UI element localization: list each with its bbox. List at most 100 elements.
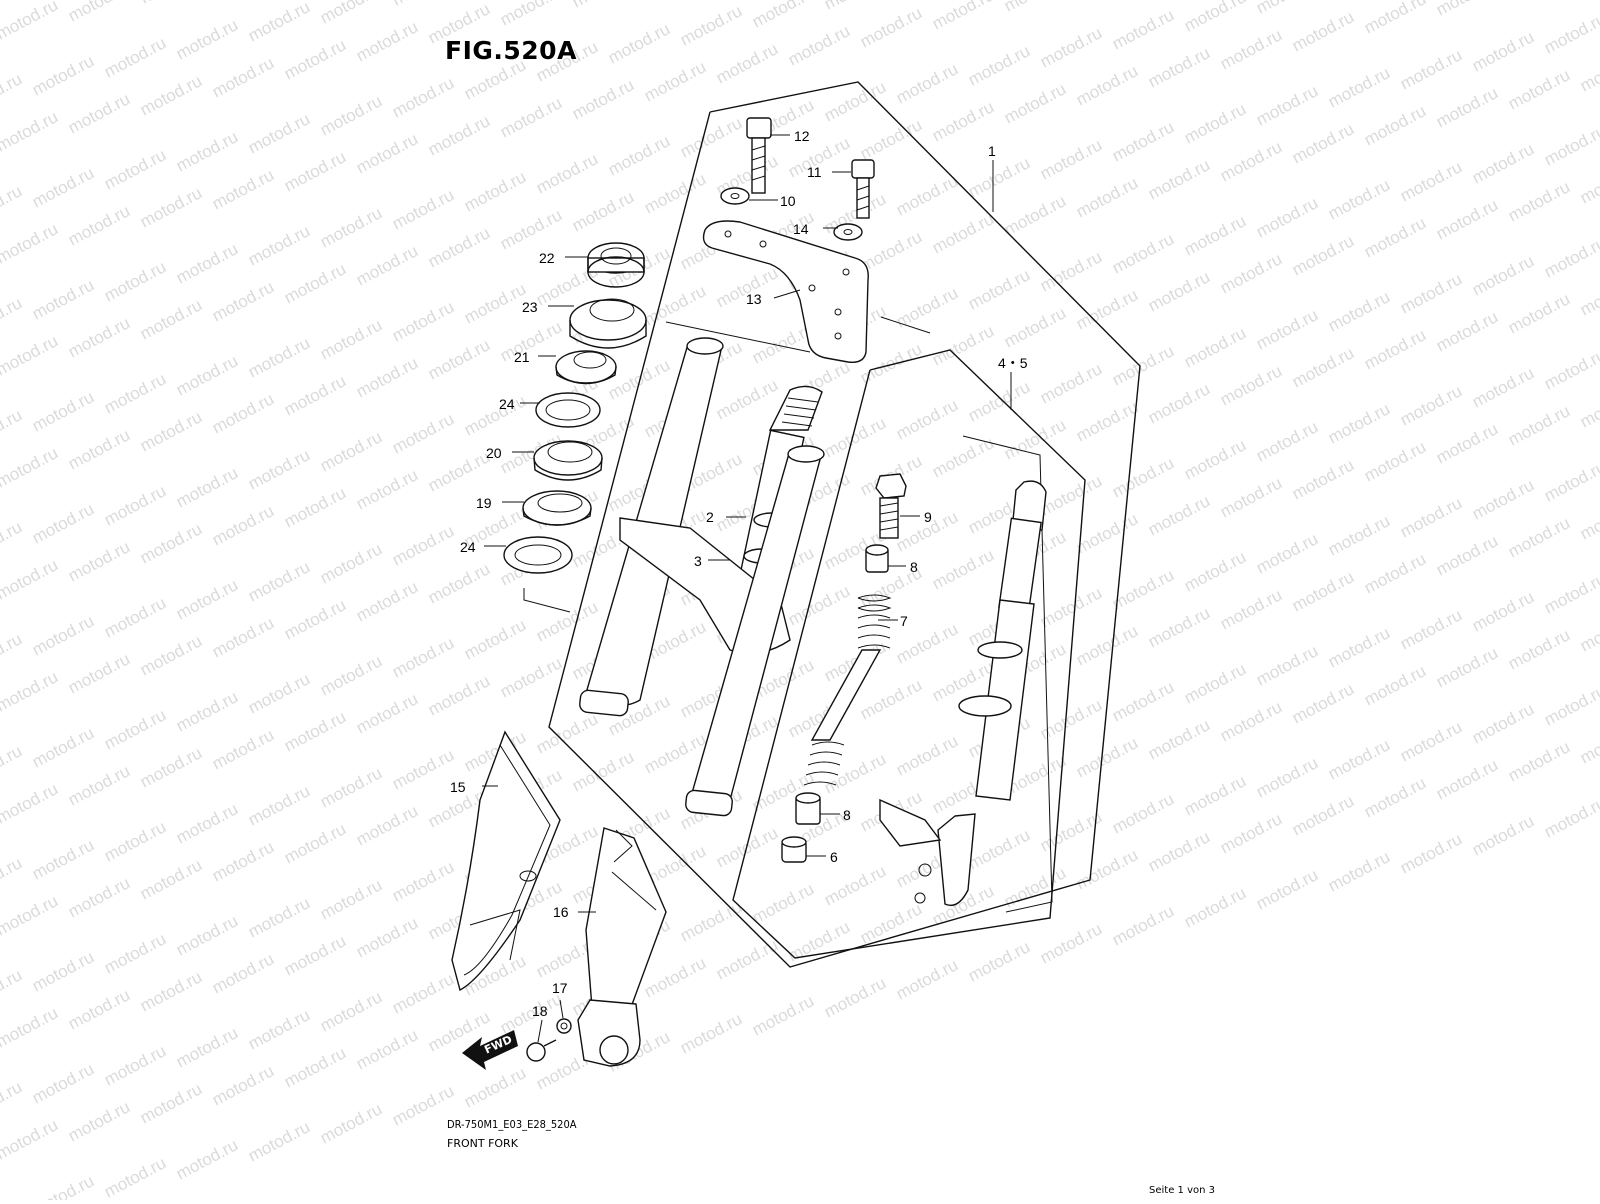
watermark-text: motod.ru [785,21,853,69]
watermark-text: motod.ru [173,351,241,399]
watermark-text: motod.ru [137,0,205,8]
watermark-text: motod.ru [245,109,313,157]
watermark-text: motod.ru [209,725,277,773]
watermark-text: motod.ru [1325,63,1393,111]
stem-bracket-frame [665,321,811,353]
watermark-text: motod.ru [1037,919,1105,967]
watermark-text: motod.ru [1541,569,1600,617]
watermark-text: motod.ru [1145,603,1213,651]
watermark-text: motod.ru [857,899,925,947]
watermark-text: motod.ru [0,405,25,453]
seal-23 [569,298,647,349]
watermark-text: motod.ru [65,761,133,809]
watermark-text: motod.ru [65,313,133,361]
watermark-text: motod.ru [569,187,637,235]
watermark-text: motod.ru [1001,863,1069,911]
watermark-text: motod.ru [137,183,205,231]
watermark-text: motod.ru [1181,659,1249,707]
watermark-text: motod.ru [29,611,97,659]
watermark-text: motod.ru [1001,0,1069,16]
watermark-text: motod.ru [461,1063,529,1111]
bolt-18 [526,1039,557,1062]
bearing-24-upper [535,392,601,428]
watermark-text: motod.ru [353,1025,421,1073]
watermark-text: motod.ru [1397,381,1465,429]
callout-8-upper: 8 [910,559,918,575]
callout-13: 13 [746,291,762,307]
watermark-text: motod.ru [1469,587,1537,635]
watermark-text: motod.ru [29,387,97,435]
watermark-text: motod.ru [821,77,889,125]
watermark-text: motod.ru [1577,607,1600,655]
watermark-text: motod.ru [461,279,529,327]
watermark-text: motod.ru [317,763,385,811]
watermark-text: motod.ru [1109,5,1177,53]
watermark-text: motod.ru [605,131,673,179]
watermark-text: motod.ru [65,649,133,697]
piece-6 [781,836,807,863]
watermark-text: motod.ru [245,221,313,269]
watermark-text: motod.ru [209,837,277,885]
watermark-text: motod.ru [461,391,529,439]
watermark-text: motod.ru [533,709,601,757]
figure-title: FIG.520A [445,36,577,65]
watermark-text: motod.ru [29,1171,97,1200]
watermark-text: motod.ru [1397,269,1465,317]
inner-bracket-frame [880,316,931,334]
watermark-text: motod.ru [569,75,637,123]
watermark-text: motod.ru [1073,173,1141,221]
watermark-text: motod.ru [425,671,493,719]
watermark-text: motod.ru [497,205,565,253]
watermark-text: motod.ru [101,1041,169,1089]
bearing-group-bracket [523,588,571,613]
bolt-12 [746,117,772,194]
watermark-text: motod.ru [893,955,961,1003]
watermark-text: motod.ru [389,409,457,457]
bracket-13 [702,220,869,363]
watermark-text: motod.ru [1109,453,1177,501]
watermark-text: motod.ru [1505,737,1573,785]
watermark-text: motod.ru [281,595,349,643]
watermark-text: motod.ru [1181,0,1249,36]
watermark-text: motod.ru [65,425,133,473]
watermark-text: motod.ru [209,1061,277,1109]
watermark-text: motod.ru [965,377,1033,425]
watermark-text: motod.ru [1469,363,1537,411]
watermark-text: motod.ru [641,57,709,105]
watermark-text: motod.ru [1289,791,1357,839]
watermark-text: motod.ru [29,499,97,547]
watermark-text: motod.ru [209,613,277,661]
watermark-text: motod.ru [389,297,457,345]
fork-bottom-lower [577,999,641,1067]
watermark-text: motod.ru [245,669,313,717]
watermark-text: motod.ru [137,743,205,791]
watermark-text: motod.ru [65,0,133,26]
watermark-text: motod.ru [173,1023,241,1071]
callout-2: 2 [706,509,714,525]
watermark-text: motod.ru [65,537,133,585]
watermark-text: motod.ru [1217,137,1285,185]
watermark-text: motod.ru [1217,697,1285,745]
watermark-text: motod.ru [1397,605,1465,653]
watermark-text: motod.ru [1253,305,1321,353]
watermark-text: motod.ru [317,987,385,1035]
washer-10 [720,187,750,205]
watermark-text: motod.ru [0,667,61,715]
watermark-text: motod.ru [641,953,709,1001]
watermark-text: motod.ru [713,935,781,983]
watermark-text: motod.ru [29,163,97,211]
watermark-text: motod.ru [1217,361,1285,409]
drawing-code: DR-750M1_E03_E28_520A [447,1118,577,1131]
watermark-text: motod.ru [1001,79,1069,127]
watermark-text: motod.ru [1145,827,1213,875]
watermark-text: motod.ru [1577,383,1600,431]
watermark-text: motod.ru [1181,771,1249,819]
watermark-text: motod.ru [857,675,925,723]
watermark-text: motod.ru [0,891,61,939]
watermark-text: motod.ru [281,1043,349,1091]
watermark-text: motod.ru [173,575,241,623]
watermark-text: motod.ru [0,69,25,117]
watermark-text: motod.ru [1325,847,1393,895]
